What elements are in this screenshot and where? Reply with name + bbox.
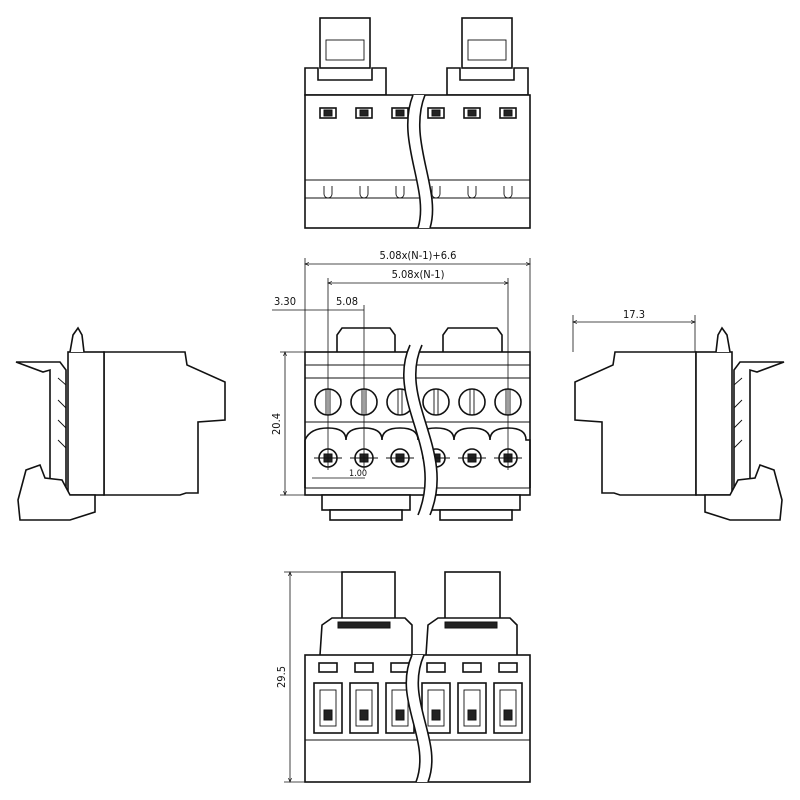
bottom-slot (318, 662, 338, 673)
bottom-slot (390, 662, 410, 673)
top-slot-inner (359, 109, 369, 117)
bottom-slot (498, 662, 518, 673)
top-slot-inner (431, 109, 441, 117)
dim-pin-size: 1.00 (349, 469, 367, 479)
contact (395, 709, 405, 721)
wire-cavity-inner (463, 689, 481, 727)
wire-cavity-inner (319, 689, 337, 727)
top-pin-notch (467, 186, 477, 199)
bottom-slot (426, 662, 446, 673)
wire-cavity (349, 682, 379, 734)
top-slot-inner (395, 109, 405, 117)
top-pin-notch (359, 186, 369, 199)
bottom-slot (354, 662, 374, 673)
wire-cavity (457, 682, 487, 734)
dim-edge-offset: 3.30 (274, 295, 296, 308)
contact (503, 709, 513, 721)
top-pin-notch (503, 186, 513, 199)
dim-height: 20.4 (270, 413, 283, 435)
right-side-view (574, 327, 785, 521)
top-pin-notch (395, 186, 405, 199)
screw-head (422, 388, 450, 416)
wire-cavity (493, 682, 523, 734)
wire-cavity-inner (427, 689, 445, 727)
wire-cavity-inner (499, 689, 517, 727)
top-slot-inner (323, 109, 333, 117)
dim-pitch-span: 5.08x(N-1) (392, 268, 445, 281)
bottom-slot (462, 662, 482, 673)
dim-side-depth: 17.3 (623, 308, 645, 321)
dim-overall-width: 5.08x(N-1)+6.6 (380, 249, 457, 262)
break-lines (403, 94, 438, 783)
dim-total-height: 29.5 (275, 666, 288, 688)
top-slot-inner (503, 109, 513, 117)
dim-pitch: 5.08 (336, 295, 358, 308)
wire-cavity (313, 682, 343, 734)
contact (359, 709, 369, 721)
screw-head (458, 388, 486, 416)
top-pin-notch (323, 186, 333, 199)
contact (323, 709, 333, 721)
left-side-view (15, 326, 226, 521)
wire-cavity-inner (391, 689, 409, 727)
dimensions: 5.08x(N-1)+6.6 5.08x(N-1) 3.30 5.08 20.4… (270, 249, 695, 782)
contact (431, 709, 441, 721)
top-slot-inner (467, 109, 477, 117)
contact (467, 709, 477, 721)
wire-cavity-inner (355, 689, 373, 727)
